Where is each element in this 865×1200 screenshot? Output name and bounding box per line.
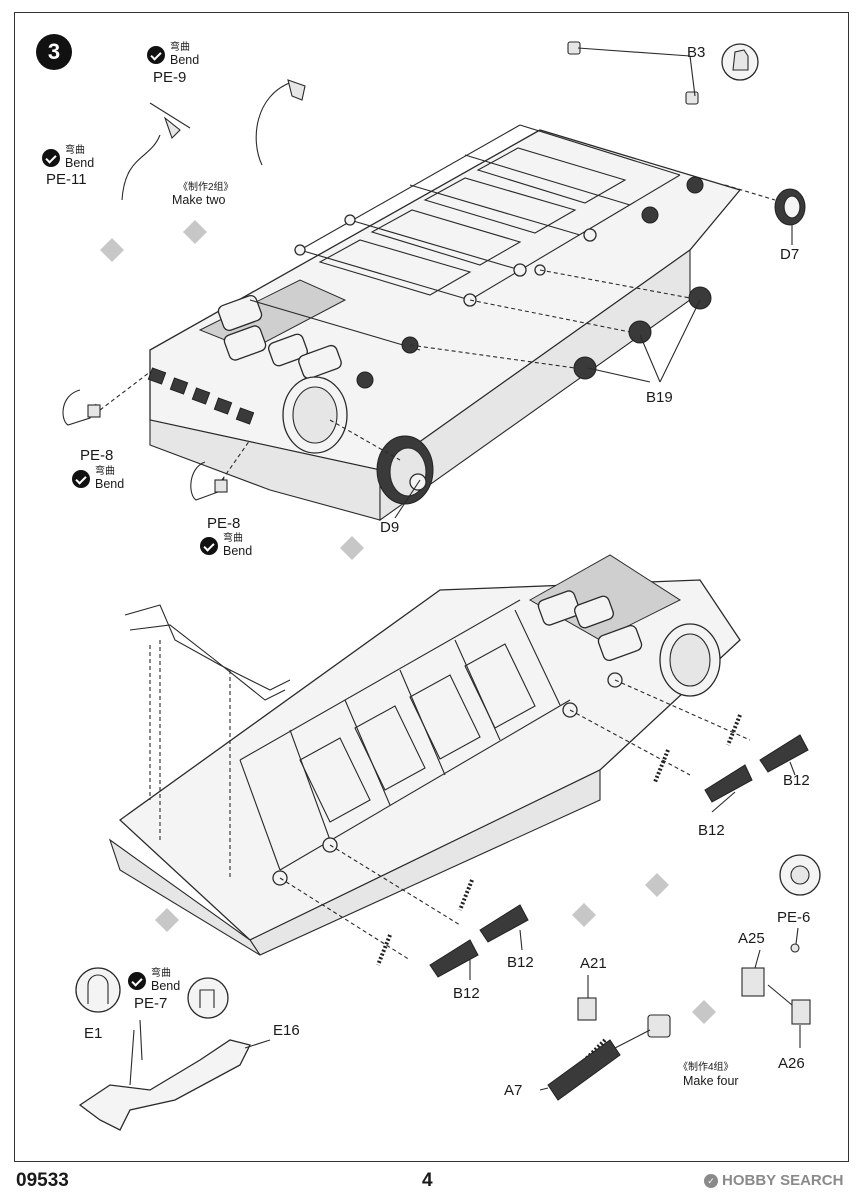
watermark: ✓ HOBBY SEARCH [704,1172,843,1189]
part-label-pe7: PE-7 [134,995,168,1012]
bend-note-pe7: 弯曲 Bend [128,968,180,993]
bend-note-pe11: 弯曲 Bend [42,145,94,170]
part-label-a25: A25 [738,930,765,947]
bend-label-cn: 弯曲 [151,968,171,979]
part-label-d9: D9 [380,519,400,536]
bend-label-en: Bend [95,477,125,491]
b19-parts [573,286,712,380]
bend-label-cn: 弯曲 [65,145,85,156]
part-label-b12-a: B12 [783,772,810,789]
b12-parts [429,734,809,978]
bend-icon [128,971,146,990]
bend-label-en: Bend [170,53,200,67]
bend-icon [147,45,165,64]
part-label-b12-d: B12 [453,985,480,1002]
d7-part [774,188,806,226]
part-label-b3: B3 [687,44,706,61]
part-label-pe9: PE-9 [153,69,187,86]
part-label-b19: B19 [646,389,673,406]
bend-note-pe9: 弯曲 Bend [147,42,199,67]
part-label-pe8-left: PE-8 [80,447,114,464]
bend-icon [200,536,218,555]
upper-hull-assembly [62,41,806,560]
note-make-four-cn: 《制作4组》 [678,1062,734,1073]
bend-label-en: Bend [151,979,181,993]
d9-sprocket [376,435,434,505]
part-label-pe8-bottom: PE-8 [207,515,241,532]
page-frame [14,12,849,1162]
part-label-pe11: PE-11 [46,171,87,188]
part-label-a21: A21 [580,955,607,972]
part-label-a26: A26 [778,1055,805,1072]
note-make-two-en: Make two [172,193,226,207]
part-label-e16: E16 [273,1022,300,1039]
note-make-four-en: Make four [683,1074,739,1088]
watermark-logo-icon: ✓ [704,1173,718,1188]
lower-hull-assembly [75,554,821,1131]
page-number: 4 [422,1170,433,1191]
bend-icon [72,469,90,488]
bend-label-en: Bend [65,156,95,170]
bend-label-cn: 弯曲 [223,533,243,544]
part-label-b12-c: B12 [507,954,534,971]
part-label-a7: A7 [504,1082,523,1099]
watermark-text: HOBBY SEARCH [722,1172,844,1189]
product-code: 09533 [16,1170,69,1191]
part-label-d7: D7 [780,246,800,263]
bend-note-pe8-bottom: 弯曲 Bend [200,533,252,558]
note-make-two-cn: 《制作2组》 [178,182,234,193]
bend-note-pe8-left: 弯曲 Bend [72,466,124,491]
part-label-pe6: PE-6 [777,909,811,926]
step-number: 3 [36,34,72,70]
bend-label-cn: 弯曲 [170,42,190,53]
part-label-b12-b: B12 [698,822,725,839]
part-label-e1: E1 [84,1025,103,1042]
bend-label-cn: 弯曲 [95,466,115,477]
bend-icon [42,148,60,167]
bend-label-en: Bend [223,544,253,558]
